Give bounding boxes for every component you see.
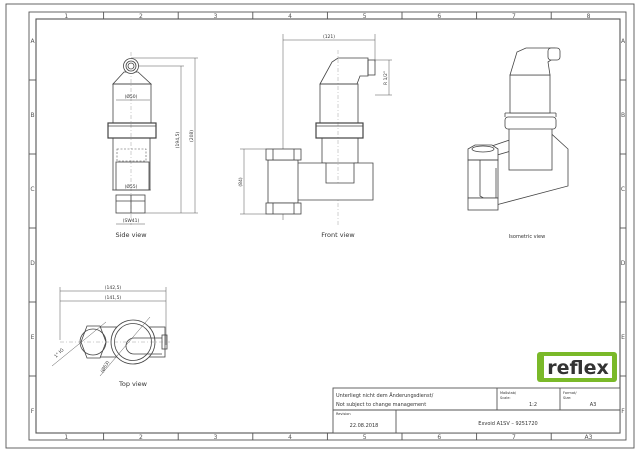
top-view-label: Top view xyxy=(118,380,148,388)
front-dim-h84: (84) xyxy=(238,177,244,186)
side-dim-h208: (208) xyxy=(189,130,195,142)
row-label-right: F xyxy=(621,408,625,415)
revision-label: Revision xyxy=(336,412,351,416)
front-dim-w121: (121) xyxy=(323,34,335,40)
format-label-de: Format/ xyxy=(563,391,577,395)
row-label-left: B xyxy=(30,112,34,119)
column-label-top: 4 xyxy=(288,13,292,20)
revision-date: 22.08.2018 xyxy=(350,423,379,429)
row-label-left: D xyxy=(30,260,35,267)
row-label-right: D xyxy=(621,260,626,267)
front-view-label: Front view xyxy=(321,231,355,239)
top-view: (142,5) (141,5) 1" IG (Ø63) Top view xyxy=(51,285,170,388)
column-label-top: 8 xyxy=(587,13,591,20)
column-label-top: 2 xyxy=(139,13,143,20)
side-view-label: Side view xyxy=(115,231,147,239)
column-label-bottom: 5 xyxy=(363,434,367,441)
row-label-right: A xyxy=(621,38,626,45)
column-label-bottom: 7 xyxy=(512,434,516,441)
column-label-bottom: 6 xyxy=(437,434,441,441)
column-label-bottom: A3 xyxy=(585,434,593,441)
row-label-left: C xyxy=(30,186,34,193)
notice-en: Not subject to change management xyxy=(336,402,426,408)
column-label-bottom: 2 xyxy=(139,434,143,441)
side-dim-d55: (Ø55) xyxy=(125,183,138,190)
column-label-bottom: 1 xyxy=(64,434,68,441)
isometric-view: Isometric view xyxy=(467,47,569,240)
reflex-logo: reflex xyxy=(537,352,617,382)
front-view: (121) R 1/2" (84) Front view xyxy=(238,34,392,239)
top-dim-w142: (142,5) xyxy=(105,285,122,291)
column-label-top: 7 xyxy=(512,13,516,20)
row-label-left: E xyxy=(31,334,35,341)
drawing-title: Exvoid A1SV – 9251720 xyxy=(478,421,537,427)
isometric-view-label: Isometric view xyxy=(509,234,545,240)
notice-de: Unterliegt nicht dem Änderungsdienst/ xyxy=(336,392,434,399)
side-dim-h194: (194,5) xyxy=(175,132,181,149)
scale-label-de: Maßstab/ xyxy=(500,391,517,395)
column-label-top: 6 xyxy=(437,13,441,20)
format-value: A3 xyxy=(590,402,597,408)
top-dim-w141: (141,5) xyxy=(105,295,122,301)
column-label-top: 3 xyxy=(214,13,218,20)
column-label-top: 5 xyxy=(363,13,367,20)
top-dim-ig: 1" IG xyxy=(53,347,66,360)
scale-value: 1:2 xyxy=(529,402,537,408)
title-block: Unterliegt nicht dem Änderungsdienst/ No… xyxy=(332,387,621,434)
side-dim-sw: (SW41) xyxy=(123,218,140,224)
row-label-right: E xyxy=(621,334,625,341)
column-label-bottom: 3 xyxy=(214,434,218,441)
row-label-right: B xyxy=(621,112,625,119)
logo-text: reflex xyxy=(547,357,608,379)
front-dim-thread: R 1/2" xyxy=(383,71,389,85)
row-label-right: C xyxy=(621,186,625,193)
drawing-frame: 1 1 2 2 3 3 4 4 5 5 6 6 7 7 8A3 A A B B C C D D E E F F xyxy=(5,3,635,449)
side-dim-d50: (Ø50) xyxy=(125,93,138,100)
row-label-left: A xyxy=(30,38,35,45)
scale-label-en: Scale: xyxy=(500,396,511,400)
column-label-top: 1 xyxy=(64,13,68,20)
format-label-en: Size: xyxy=(563,396,571,400)
row-label-left: F xyxy=(31,408,35,415)
side-view: (Ø50) (Ø55) (SW41) (194,5) (208) Side vi… xyxy=(107,52,198,239)
top-dim-d63: (Ø63) xyxy=(99,359,112,374)
column-label-bottom: 4 xyxy=(288,434,292,441)
